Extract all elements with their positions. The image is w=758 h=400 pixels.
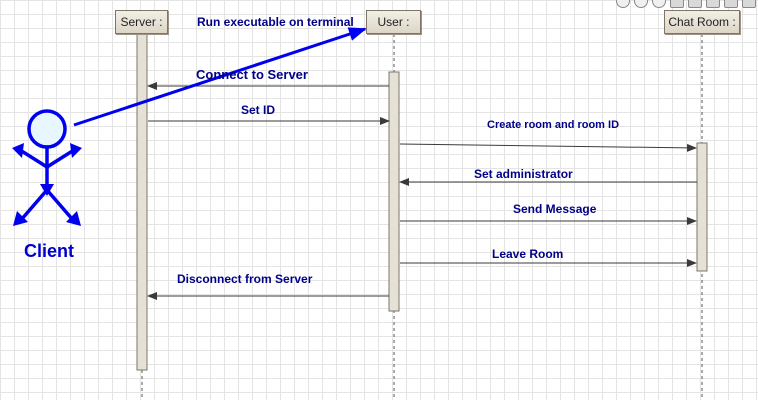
connect-label: Connect to Server xyxy=(196,67,308,82)
export-icon[interactable] xyxy=(706,0,720,8)
server-activation-bar[interactable] xyxy=(136,33,148,371)
print-icon[interactable] xyxy=(688,0,702,8)
set-id-label: Set ID xyxy=(241,103,276,117)
actor-hands-feet xyxy=(12,143,82,226)
chat-room-lifeline-head[interactable]: Chat Room : xyxy=(664,10,740,34)
client-actor-icon[interactable] xyxy=(18,109,76,222)
chat-room-activation-bar[interactable] xyxy=(696,142,708,272)
user-lifeline-head[interactable]: User : xyxy=(366,10,421,34)
leave-room-label: Leave Room xyxy=(492,247,564,261)
set-admin-label: Set administrator xyxy=(474,167,573,181)
send-message-label: Send Message xyxy=(513,202,597,216)
client-actor-label: Client xyxy=(24,241,75,261)
disconnect-label: Disconnect from Server xyxy=(177,272,313,286)
create-room-arrow[interactable] xyxy=(399,143,697,152)
save-icon[interactable] xyxy=(670,0,684,8)
toolbar xyxy=(616,0,756,8)
settings-icon[interactable] xyxy=(742,0,756,8)
run-executable-arrow[interactable] xyxy=(73,27,367,127)
run-executable-label: Run executable on terminal xyxy=(197,15,354,29)
user-activation-bar[interactable] xyxy=(388,71,400,312)
server-lifeline-head[interactable]: Server : xyxy=(115,10,168,34)
copy-icon[interactable] xyxy=(724,0,738,8)
create-room-label: Create room and room ID xyxy=(487,119,620,131)
